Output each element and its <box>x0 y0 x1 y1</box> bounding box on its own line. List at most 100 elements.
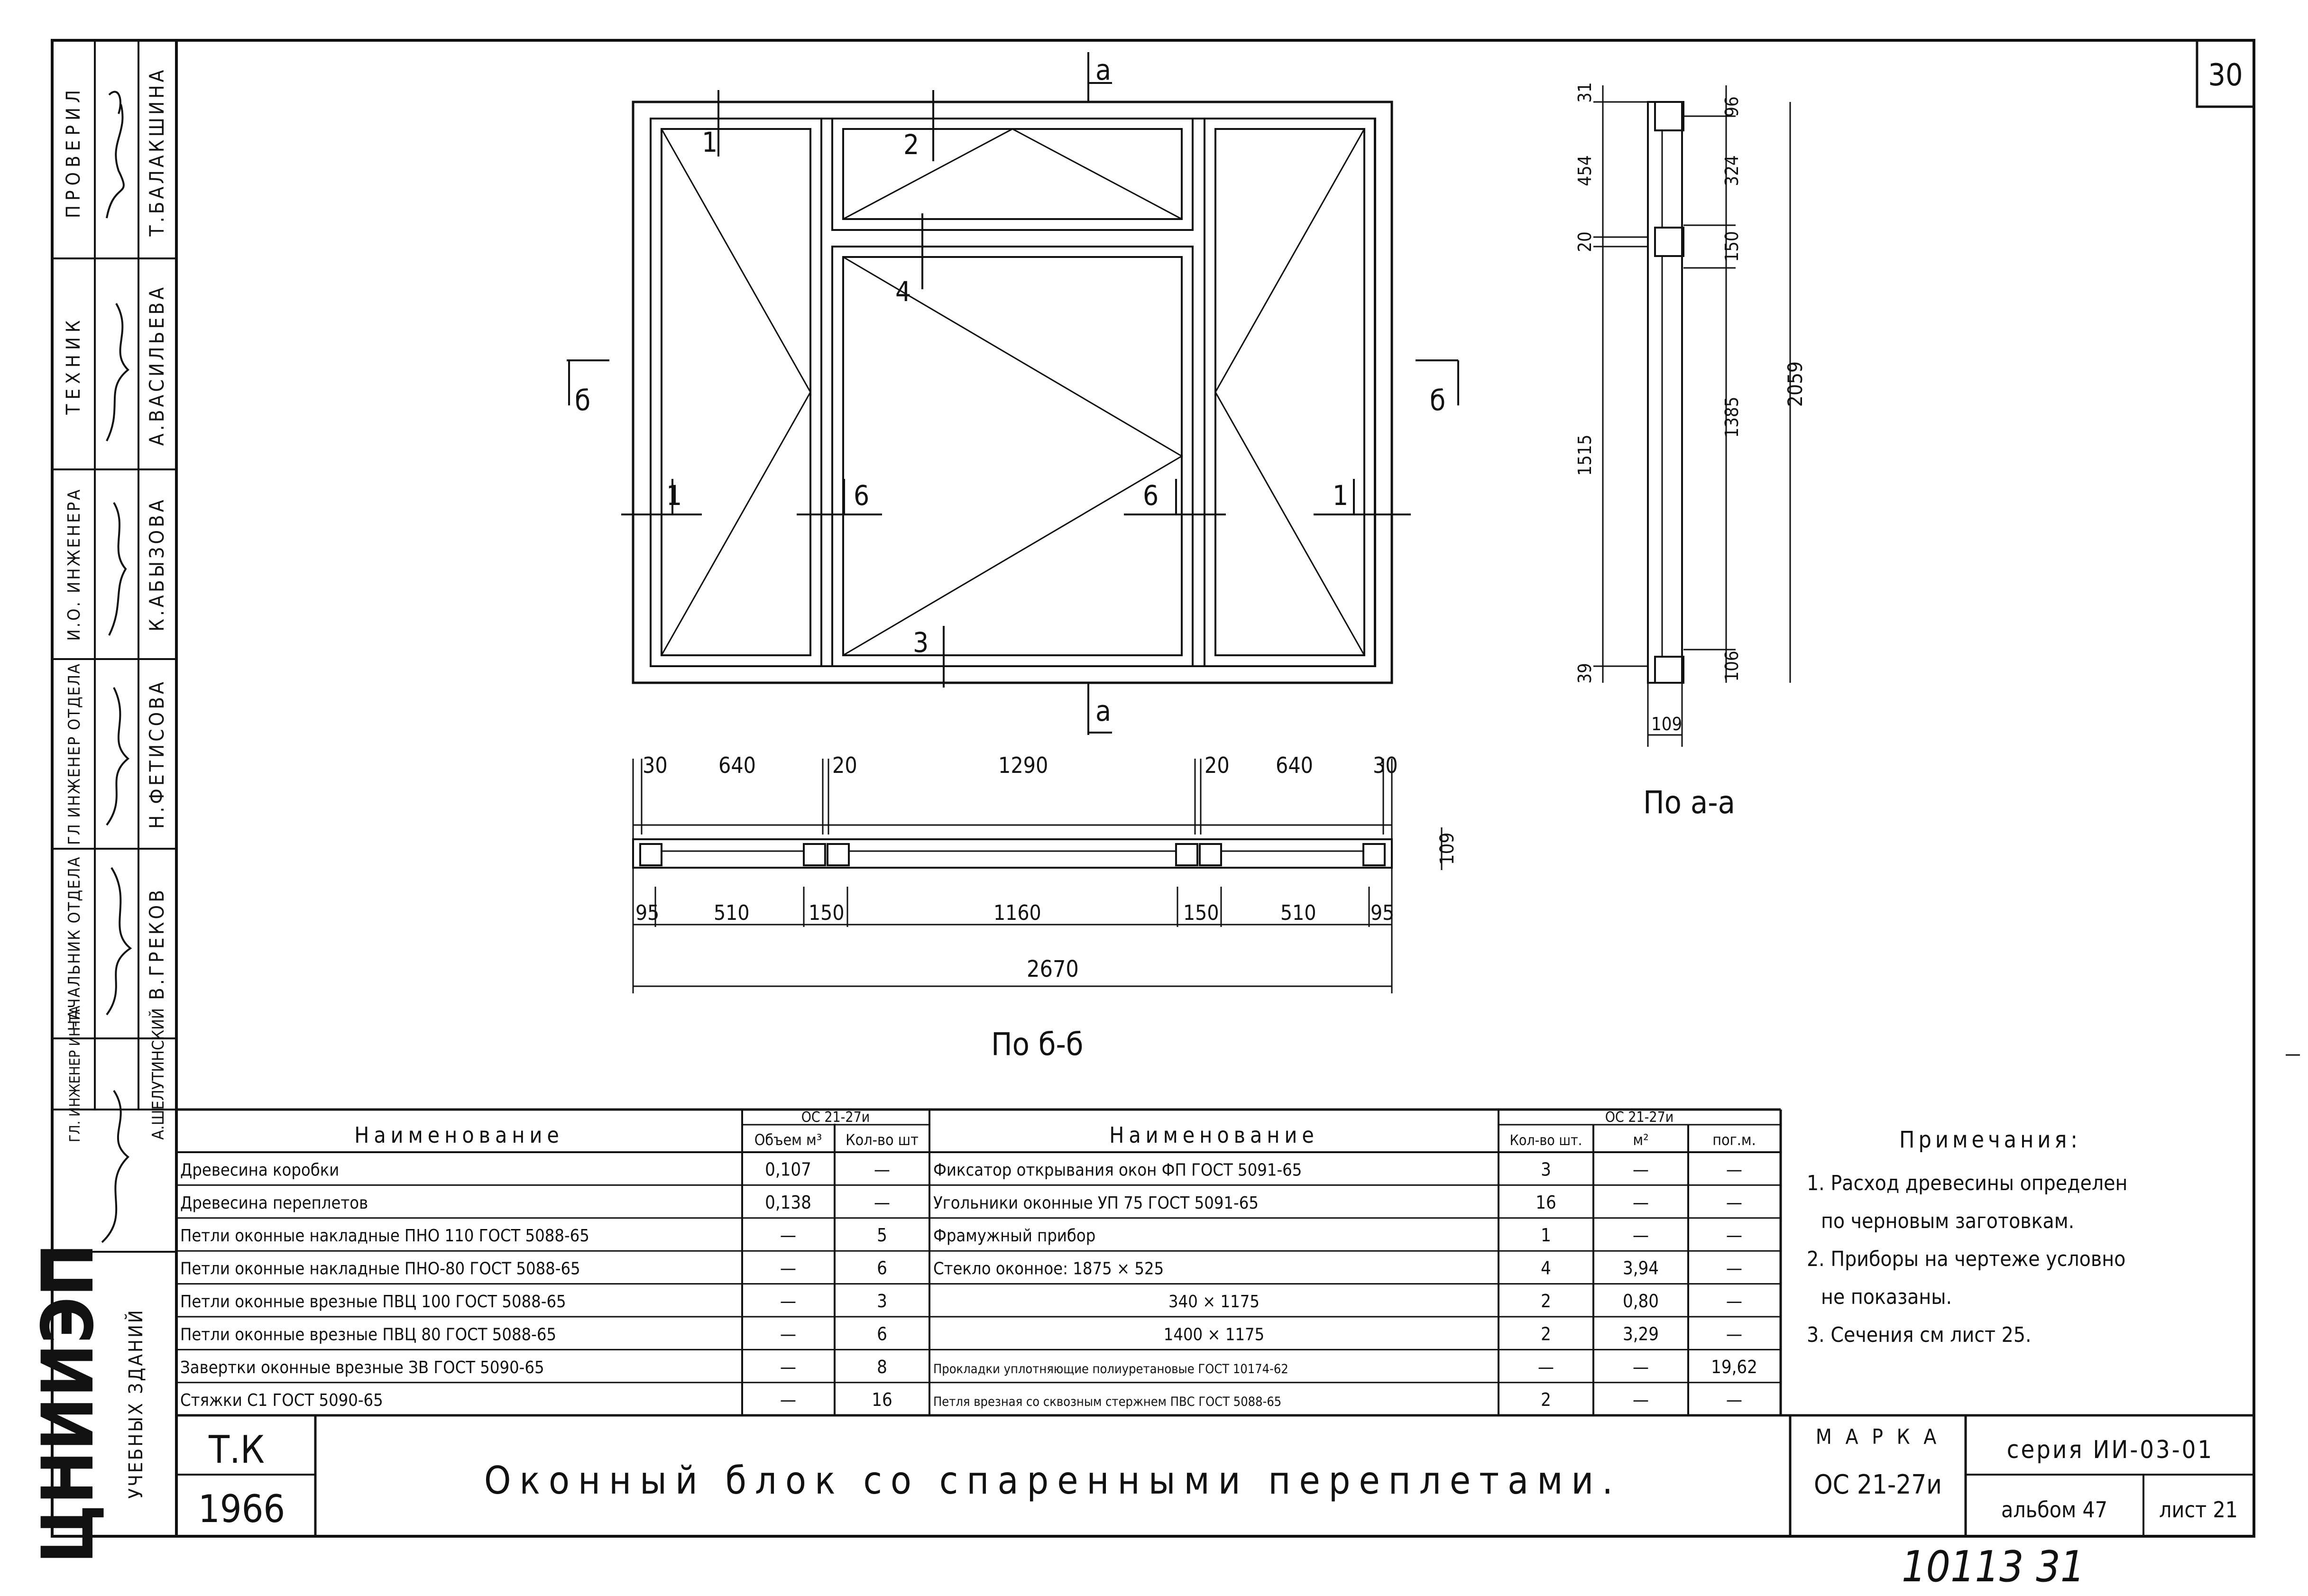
table-left-volume-cell: — <box>780 1323 796 1344</box>
stamp-name-3: К.АБЫЗОВА <box>145 497 168 632</box>
table-right-m-cell: — <box>1726 1258 1742 1279</box>
callout-6-right: 6 <box>1143 479 1159 512</box>
vertical-section: 31 454 20 1515 39 96 324 150 1385 106 20… <box>1574 82 1807 821</box>
table-left-qty-cell: — <box>874 1159 890 1180</box>
plan-dim-height: 109 <box>1436 833 1458 865</box>
table-right-qty-cell: — <box>1538 1357 1554 1377</box>
vsec-caption: По а-а <box>1643 784 1735 821</box>
plan-dim-bottom-3: 150 <box>809 901 845 925</box>
callout-1-top: 1 <box>702 126 717 158</box>
table-right-name-cell: Фрамужный прибор <box>933 1226 1095 1246</box>
stamp-role-3: И.О. ИНЖЕНЕРА <box>64 487 84 641</box>
table-right-name-cell: Угольники оконные УП 75 ГОСТ 5091-65 <box>933 1193 1259 1213</box>
table-right-m2-cell: — <box>1633 1389 1649 1410</box>
vsec-dim-total: 2059 <box>1784 361 1807 407</box>
table-right-qty-cell: 16 <box>1536 1192 1556 1213</box>
notes: Примечания: 1. Расход древесины определе… <box>1807 1127 2127 1347</box>
table-left-qty-cell: 16 <box>872 1389 892 1410</box>
plan-dim-bottom-5: 150 <box>1183 901 1219 925</box>
table-left-volume-cell: — <box>780 1389 796 1410</box>
sheet-number: 30 <box>2208 58 2243 93</box>
table-left-name-cell: Завертки оконные врезные ЗВ ГОСТ 5090-65 <box>180 1358 544 1377</box>
vsec-dim-left-4: 1515 <box>1574 435 1595 476</box>
handwritten-archive-number: 10113 31 <box>1902 1542 2085 1592</box>
table-right-header-name: Наименование <box>1109 1122 1319 1148</box>
spec-table: ОС 21-27и ОС 21-27и Наименование Объем м… <box>176 1108 1782 1417</box>
table-right-name-cell: Петля врезная со сквозным стержнем ПВС Г… <box>933 1394 1281 1409</box>
vsec-dim-left-5: 39 <box>1574 663 1595 684</box>
section-b-right-label: б <box>1430 384 1445 417</box>
table-right-qty-cell: 1 <box>1541 1225 1551 1246</box>
note-line-5: 3. Сечения см лист 25. <box>1807 1323 2032 1347</box>
marka-label: М А Р К А <box>1816 1425 1940 1449</box>
series-label: серия ИИ-03-01 <box>2007 1436 2214 1464</box>
left-stamp: ПРОВЕРИЛ ТЕХНИК И.О. ИНЖЕНЕРА ГЛ ИНЖЕНЕР… <box>27 40 176 1564</box>
plan-dim-top-6: 640 <box>1276 752 1313 778</box>
table-left-qty-cell: 3 <box>877 1291 887 1312</box>
title-block: Т.К 1966 Оконный блок со спаренными пере… <box>176 1414 2254 1536</box>
table-right-m2-cell: 3,94 <box>1623 1258 1659 1279</box>
plan-dim-top-4: 1290 <box>998 752 1048 778</box>
table-right-m-cell: 19,62 <box>1711 1357 1757 1377</box>
plan-dim-top-7: 30 <box>1373 752 1398 778</box>
plan-dim-top-3: 20 <box>832 752 857 778</box>
table-left-volume-cell: — <box>780 1258 796 1279</box>
table-left-group-header: ОС 21-27и <box>801 1109 870 1126</box>
table-right-qty-cell: 2 <box>1541 1291 1551 1312</box>
table-right-m2-cell: — <box>1633 1357 1649 1377</box>
table-right-m-cell: — <box>1726 1291 1742 1312</box>
signature-2 <box>106 303 129 441</box>
plan-dim-bottom-1: 95 <box>635 901 659 925</box>
table-left-header-volume: Объем м³ <box>754 1131 822 1149</box>
plan-dim-top-1: 30 <box>643 752 668 778</box>
section-b-left-label: б <box>575 384 590 417</box>
note-line-3: 2. Приборы на чертеже условно <box>1807 1247 2125 1271</box>
plan-dim-bottom-4: 1160 <box>993 901 1041 925</box>
section-a-top-label: а <box>1095 54 1111 87</box>
table-right-name-cell: 340 × 1175 <box>1168 1292 1260 1312</box>
plan-dim-top-2: 640 <box>718 752 756 778</box>
table-right-name-cell: Прокладки уплотняющие полиуретановые ГОС… <box>933 1362 1288 1376</box>
org-subtitle: УЧЕБНЫХ ЗДАНИЙ <box>124 1308 147 1499</box>
table-left-qty-cell: 6 <box>877 1323 887 1344</box>
table-right-m-cell: — <box>1726 1159 1742 1180</box>
vsec-dim-right-3: 150 <box>1721 231 1742 262</box>
table-left-qty-cell: — <box>874 1192 890 1213</box>
table-left-name-cell: Петли оконные накладные ПНО-80 ГОСТ 5088… <box>180 1259 580 1279</box>
callout-1-right: 1 <box>1333 479 1348 512</box>
title-year: 1966 <box>198 1487 285 1531</box>
stamp-name-6: А.ШЕЛУТИНСКИЙ <box>148 1008 168 1140</box>
stamp-role-4: ГЛ ИНЖЕНЕР ОТДЕЛА <box>65 663 84 845</box>
vsec-dim-right-1: 96 <box>1721 96 1742 117</box>
stamp-name-4: Н.ФЕТИСОВА <box>145 679 168 829</box>
org-logo: ЦНИИЭП <box>27 1243 110 1564</box>
vsec-dim-left-1: 31 <box>1574 82 1595 103</box>
stamp-name-5: В.ГРЕКОВ <box>145 887 168 1000</box>
signature-4 <box>106 687 130 826</box>
table-right-m-cell: — <box>1726 1389 1742 1410</box>
table-left-header-name: Наименование <box>354 1122 564 1148</box>
table-right-m-cell: — <box>1726 1225 1742 1246</box>
vsec-dim-right-5: 106 <box>1721 651 1742 681</box>
table-left-name-cell: Древесина переплетов <box>180 1193 368 1213</box>
note-line-4: не показаны. <box>1821 1285 1952 1309</box>
plan-dim-bottom-6: 510 <box>1280 901 1316 925</box>
inner-frame <box>175 39 2255 1538</box>
stamp-role-2: ТЕХНИК <box>63 316 84 415</box>
table-left-volume-cell: — <box>780 1225 796 1246</box>
vsec-dim-right-4: 1385 <box>1721 397 1742 438</box>
table-left-volume-cell: 0,138 <box>765 1192 811 1213</box>
table-right-qty-cell: 2 <box>1541 1323 1551 1344</box>
stamp-role-6: ГЛ. ИНЖЕНЕР ИН-ТА <box>67 1006 83 1142</box>
sheet-number-box <box>2196 39 2255 108</box>
outer-frame <box>51 39 2255 1538</box>
table-left-header-qty: Кол-во шт <box>846 1131 919 1149</box>
table-left-qty-cell: 8 <box>877 1357 887 1377</box>
signature-6 <box>101 1090 129 1243</box>
table-left-name-cell: Петли оконные врезные ПВЦ 100 ГОСТ 5088-… <box>180 1292 566 1312</box>
table-right-header-m: пог.м. <box>1712 1131 1756 1149</box>
stamp-role-1: ПРОВЕРИЛ <box>63 85 84 218</box>
table-left-volume-cell: — <box>780 1291 796 1312</box>
